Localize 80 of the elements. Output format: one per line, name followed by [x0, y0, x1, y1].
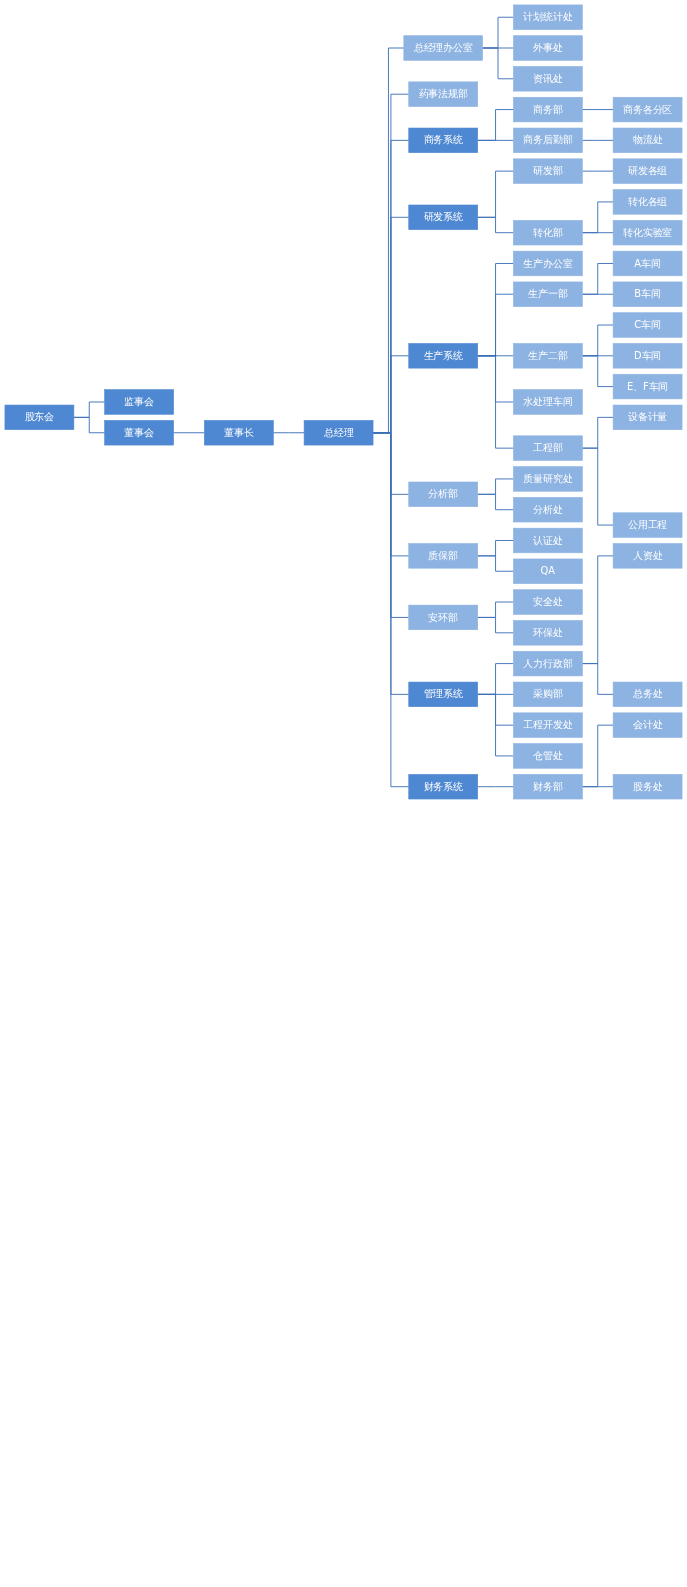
connector [73, 401, 106, 418]
node-box: 安环部 [408, 604, 478, 631]
connector [581, 263, 614, 295]
node-box: 设备计量 [612, 404, 683, 430]
node-box: 股东会 [4, 404, 75, 430]
node-box: 转化部 [513, 220, 583, 246]
node-box: 采购部 [513, 681, 583, 707]
connector [477, 109, 514, 141]
node-box: B车间 [612, 281, 683, 307]
connector [477, 216, 514, 234]
node-box: 转化实验室 [612, 220, 683, 246]
node-box: 质量研究处 [513, 466, 583, 492]
node-box: 商务系统 [408, 127, 478, 153]
connector [477, 616, 514, 634]
connector [581, 109, 614, 111]
node-box: 商务各分区 [612, 96, 683, 123]
node-box: 公用工程 [612, 512, 683, 538]
node-box: 物流处 [612, 127, 683, 153]
node-box: 总务处 [612, 681, 683, 707]
node-box: 研发各组 [612, 158, 683, 184]
connector [372, 432, 410, 788]
node-box: 人力行政部 [513, 651, 583, 677]
connector [581, 293, 614, 295]
node-box: 外事处 [513, 35, 583, 61]
node-box: 会计处 [612, 712, 683, 738]
node-box: 研发部 [513, 158, 583, 184]
connector [581, 355, 614, 388]
node-box: 人资处 [612, 543, 683, 569]
node-box: 资讯处 [513, 66, 583, 92]
connector [477, 693, 514, 757]
connector [173, 432, 205, 434]
connector [581, 170, 614, 172]
node-box: E、F车间 [612, 373, 683, 400]
node-box: 总经理办公室 [403, 35, 483, 61]
connector [272, 432, 305, 434]
node-box: D车间 [612, 343, 683, 369]
node-box: 股务处 [612, 774, 683, 800]
connector [581, 447, 614, 526]
node-box: 水处理车间 [513, 389, 583, 415]
node-box: 生产系统 [408, 343, 478, 369]
node-box: 药事法规部 [408, 81, 478, 107]
node-box: 财务系统 [408, 774, 478, 800]
connector [581, 663, 614, 695]
node-box: 生产办公室 [513, 250, 583, 277]
node-box: 计划统计处 [513, 4, 583, 30]
connector [477, 555, 514, 572]
connector [477, 355, 514, 449]
node-box: 安全处 [513, 589, 583, 615]
node-box: 认证处 [513, 527, 583, 554]
node-box: 仓管处 [513, 743, 583, 769]
node-box: 总经理 [303, 420, 374, 446]
node-box: 董事会 [104, 420, 174, 446]
node-box: 商务后勤部 [513, 127, 583, 153]
connector [477, 139, 514, 141]
connector [581, 232, 614, 234]
node-box: 监事会 [104, 389, 174, 415]
node-box: 财务部 [513, 774, 583, 800]
node-box: 分析处 [513, 497, 583, 523]
node-box: 质保部 [408, 543, 478, 569]
connector [482, 47, 514, 80]
node-box: QA [513, 558, 583, 584]
node-box: C车间 [612, 312, 683, 338]
node-box: 生产一部 [513, 281, 583, 307]
node-box: 分析部 [408, 481, 478, 507]
node-box: 董事长 [204, 420, 274, 446]
connector [581, 201, 614, 234]
node-box: 环保处 [513, 620, 583, 646]
node-box: 生产二部 [513, 343, 583, 369]
node-box: 工程部 [513, 435, 583, 461]
node-box: A车间 [612, 250, 683, 277]
node-box: 工程开发处 [513, 712, 583, 738]
connector [581, 786, 614, 788]
connector [581, 724, 614, 788]
node-box: 研发系统 [408, 204, 478, 230]
connector [477, 493, 514, 511]
connector [477, 786, 514, 788]
node-box: 转化各组 [612, 189, 683, 215]
node-box: 管理系统 [408, 681, 478, 707]
node-box: 商务部 [513, 96, 583, 123]
connector [581, 139, 614, 141]
